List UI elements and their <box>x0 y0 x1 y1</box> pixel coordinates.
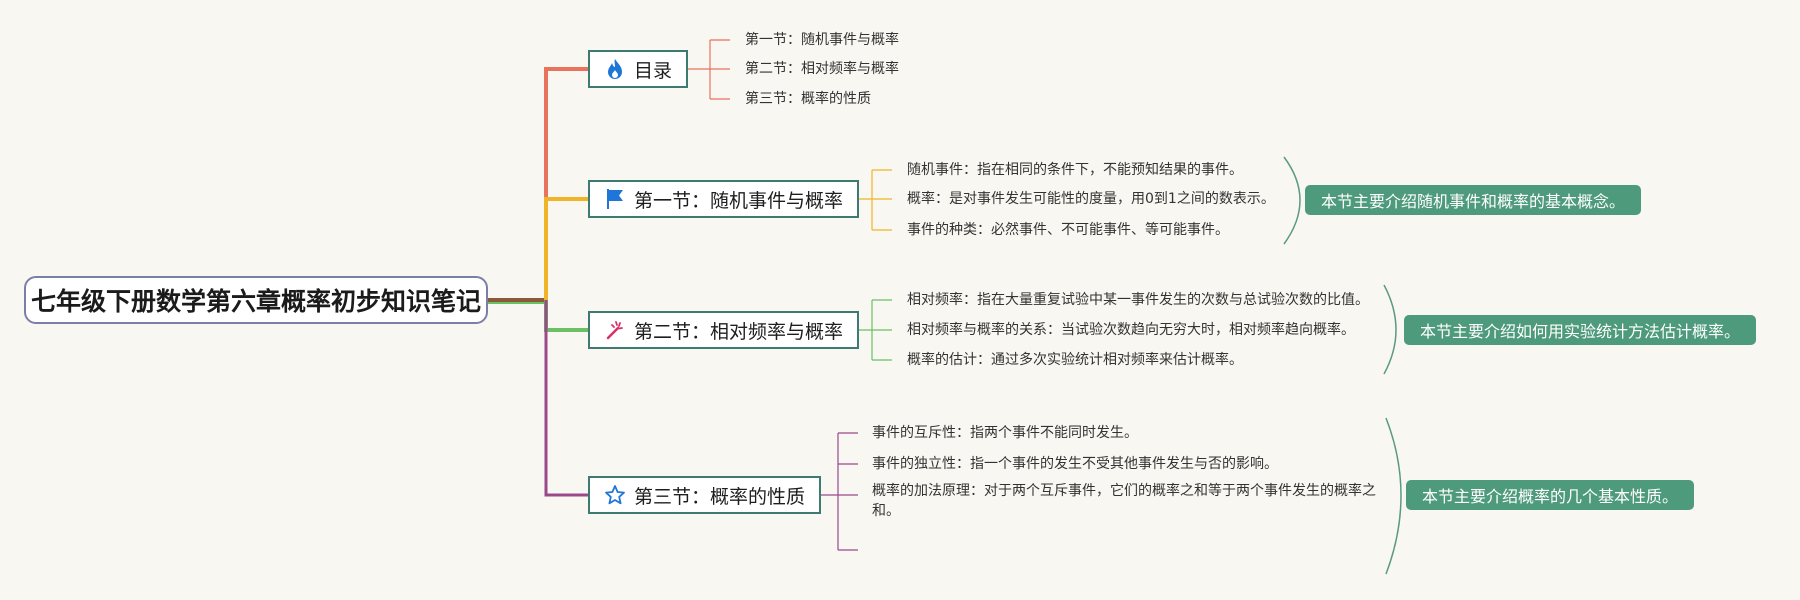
leaf-item: 第三节：概率的性质 <box>745 91 871 107</box>
topic-section-1[interactable]: 第一节：随机事件与概率 <box>588 180 860 218</box>
leaf-item: 概率：是对事件发生可能性的度量，用0到1之间的数表示。 <box>907 191 1275 207</box>
leaf-item: 事件的互斥性：指两个事件不能同时发生。 <box>872 425 1138 441</box>
topic-label: 第二节：相对频率与概率 <box>634 320 844 343</box>
branch-section-1 <box>544 197 588 300</box>
leaf-item: 第二节：相对频率与概率 <box>745 61 899 77</box>
summary-bracket-3 <box>1385 417 1402 575</box>
summary-section-3[interactable]: 本节主要介绍概率的几个基本性质。 <box>1406 480 1695 510</box>
root-node[interactable]: 七年级下册数学第六章概率初步知识笔记 <box>24 276 488 324</box>
leaf-item: 概率的加法原理：对于两个互斥事件，它们的概率之和等于两个事件发生的概率之和。 <box>872 483 1376 519</box>
fire-icon <box>604 58 626 80</box>
leaf-item: 第一节：随机事件与概率 <box>745 32 899 48</box>
branch-section-3 <box>544 300 588 497</box>
branch-catalog <box>544 67 588 300</box>
leaf-connector-section-3 <box>806 432 858 551</box>
topic-label: 第一节：随机事件与概率 <box>634 189 844 212</box>
star-icon <box>604 484 626 506</box>
leaf-item: 事件的种类：必然事件、不可能事件、等可能事件。 <box>907 222 1229 238</box>
topic-label: 目录 <box>634 59 673 82</box>
topic-section-2[interactable]: 第二节：相对频率与概率 <box>588 311 860 349</box>
flag-icon <box>604 188 626 210</box>
leaf-item: 相对频率：指在大量重复试验中某一事件发生的次数与总试验次数的比值。 <box>907 292 1369 308</box>
magic-wand-icon <box>604 319 626 341</box>
leaf-item: 随机事件：指在相同的条件下，不能预知结果的事件。 <box>907 162 1243 178</box>
topic-label: 第三节：概率的性质 <box>634 485 806 508</box>
summary-bracket-2 <box>1383 284 1397 375</box>
leaf-connector-catalog <box>681 39 730 100</box>
topic-section-3[interactable]: 第三节：概率的性质 <box>588 476 822 514</box>
summary-section-1[interactable]: 本节主要介绍随机事件和概率的基本概念。 <box>1305 185 1642 215</box>
leaf-item: 概率的估计：通过多次实验统计相对频率来估计概率。 <box>907 352 1243 368</box>
topic-catalog[interactable]: 目录 <box>588 50 689 88</box>
summary-section-2[interactable]: 本节主要介绍如何用实验统计方法估计概率。 <box>1404 315 1757 345</box>
summary-bracket-1 <box>1283 156 1301 245</box>
branch-section-2 <box>544 300 588 332</box>
leaf-item: 相对频率与概率的关系：当试验次数趋向无穷大时，相对频率趋向概率。 <box>907 322 1355 338</box>
leaf-item: 事件的独立性：指一个事件的发生不受其他事件发生与否的影响。 <box>872 456 1278 472</box>
